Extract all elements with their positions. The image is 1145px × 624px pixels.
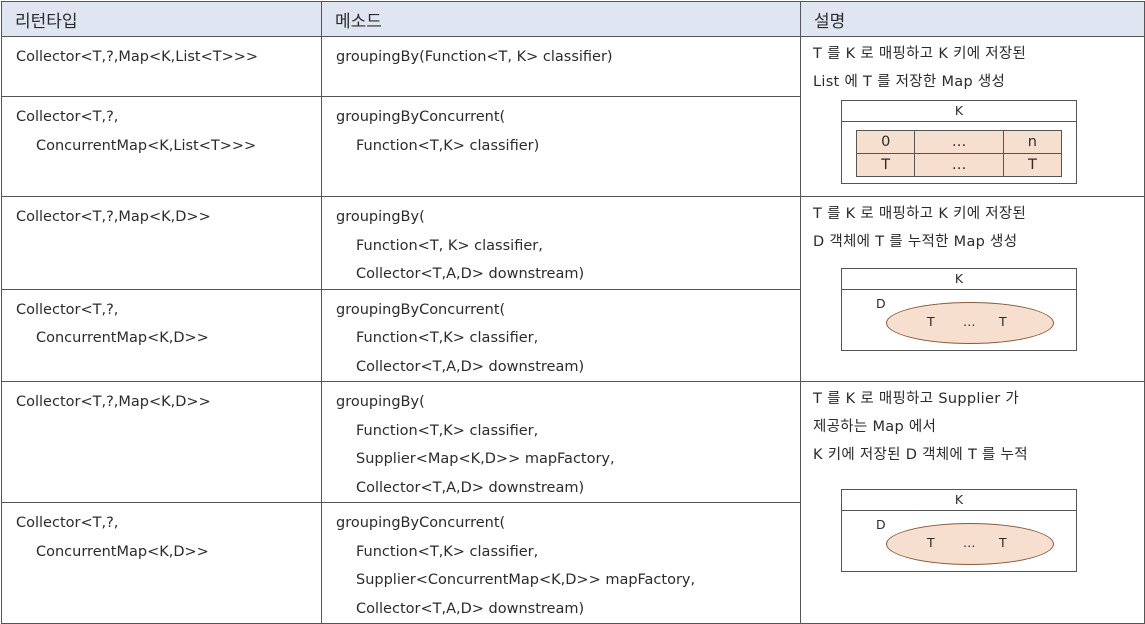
- ellipse-right-t: T: [999, 314, 1007, 329]
- method-line: Supplier<Map<K,D>> mapFactory,: [356, 451, 615, 467]
- diagram-d-label: D: [876, 517, 886, 532]
- ellipse-right-t: T: [999, 535, 1007, 550]
- method-line: Function<T, K> classifier,: [356, 237, 543, 254]
- return-type-line: Collector<T,?,Map<K,List<T>>>: [16, 49, 259, 65]
- ellipse-left-t: T: [927, 314, 935, 329]
- header-method: 메소드: [321, 1, 801, 37]
- method-line: Function<T,K> classifier,: [356, 330, 539, 346]
- return-type-cell: Collector<T,?, ConcurrentMap<K,List<T>>>: [1, 96, 322, 197]
- list-value-cell: …: [914, 153, 1004, 177]
- method-line: Function<T,K> classifier): [356, 137, 540, 154]
- table-row: Collector<T,?, ConcurrentMap<K,D>> group…: [1, 288, 1145, 382]
- supplier-map-diagram: K D T … T: [841, 489, 1077, 572]
- return-type-cell: Collector<T,?,Map<K,D>>: [1, 196, 322, 290]
- list-index-cell: …: [914, 130, 1004, 154]
- return-type-cell: Collector<T,?, ConcurrentMap<K,D>>: [1, 288, 322, 382]
- description-cell: T 를 K 로 매핑하고 K 키에 저장된 List 에 T 를 저장한 Map…: [800, 36, 1145, 197]
- return-type-cell: Collector<T,?,Map<K,D>>: [1, 381, 322, 503]
- table-row: Collector<T,?,Map<K,List<T>>> groupingBy…: [1, 36, 1145, 197]
- method-line: groupingByConcurrent(: [336, 515, 506, 531]
- method-cell: groupingByConcurrent( Function<T,K> clas…: [321, 288, 801, 382]
- header-description: 설명: [800, 1, 1145, 37]
- list-value-cell: T: [855, 153, 916, 177]
- return-type-cell: Collector<T,?,Map<K,List<T>>>: [1, 36, 322, 97]
- method-line: Supplier<ConcurrentMap<K,D>> mapFactory,: [356, 572, 696, 588]
- description-line: T 를 K 로 매핑하고 K 키에 저장된: [813, 46, 1027, 62]
- method-line: Collector<T,A,D> downstream): [356, 600, 585, 617]
- return-type-line: Collector<T,?,: [16, 515, 119, 531]
- description-cell: T 를 K 로 매핑하고 K 키에 저장된 D 객체에 T 를 누적한 Map …: [800, 196, 1145, 382]
- ellipse-ellipsis: …: [963, 535, 976, 550]
- method-line: groupingBy(: [336, 394, 425, 410]
- list-map-diagram: K 0 … n T … T: [841, 100, 1077, 184]
- downstream-ellipse: T … T: [886, 523, 1054, 565]
- method-line: groupingBy(: [336, 209, 425, 225]
- method-line: Collector<T,A,D> downstream): [356, 266, 585, 282]
- method-line: Collector<T,A,D> downstream): [356, 358, 585, 375]
- description-cell: T 를 K 로 매핑하고 Supplier 가 제공하는 Map 에서 K 키에…: [800, 381, 1145, 624]
- description-line: T 를 K 로 매핑하고 K 키에 저장된: [813, 206, 1027, 222]
- list-value-cell: T: [1002, 153, 1063, 177]
- method-line: groupingByConcurrent(: [336, 301, 506, 318]
- method-line: Function<T,K> classifier,: [356, 422, 539, 439]
- return-type-cell: Collector<T,?, ConcurrentMap<K,D>>: [1, 502, 322, 624]
- list-index-cell: n: [1002, 130, 1063, 154]
- accumulator-map-diagram: K D T … T: [841, 268, 1077, 351]
- method-line: groupingByConcurrent(: [336, 109, 506, 125]
- return-type-line: Collector<T,?,Map<K,D>>: [16, 209, 211, 225]
- return-type-line: Collector<T,?,: [16, 109, 119, 125]
- table-row: Collector<T,?,Map<K,D>> groupingBy( Func…: [1, 196, 1145, 382]
- return-type-line: Collector<T,?,Map<K,D>>: [16, 394, 211, 410]
- diagram-key-label: K: [842, 490, 1076, 511]
- description-line: 제공하는 Map 에서: [813, 419, 937, 435]
- header-row: 리턴타입 메소드 설명: [1, 1, 1145, 37]
- table-row: Collector<T,?,Map<K,D>> groupingBy( Func…: [1, 381, 1145, 624]
- description-line: D 객체에 T 를 누적한 Map 생성: [813, 234, 1018, 250]
- description-line: List 에 T 를 저장한 Map 생성: [813, 74, 1006, 90]
- list-index-cell: 0: [855, 130, 916, 154]
- method-line: Function<T,K> classifier,: [356, 543, 539, 560]
- return-type-line: Collector<T,?,: [16, 301, 119, 318]
- method-line: groupingBy(Function<T, K> classifier): [336, 49, 613, 65]
- return-type-line: ConcurrentMap<K,D>>: [36, 330, 209, 346]
- method-cell: groupingBy( Function<T, K> classifier, C…: [321, 196, 801, 290]
- downstream-ellipse: T … T: [886, 302, 1054, 344]
- diagram-d-label: D: [876, 296, 886, 311]
- diagram-key-label: K: [842, 101, 1076, 122]
- description-line: T 를 K 로 매핑하고 Supplier 가: [813, 391, 1020, 407]
- diagram-key-label: K: [842, 269, 1076, 290]
- return-type-line: ConcurrentMap<K,D>>: [36, 543, 209, 560]
- header-return-type: 리턴타입: [1, 1, 322, 37]
- description-line: K 키에 저장된 D 객체에 T 를 누적: [813, 447, 1028, 463]
- method-cell: groupingBy(Function<T, K> classifier): [321, 36, 801, 97]
- ellipse-ellipsis: …: [963, 314, 976, 329]
- return-type-line: ConcurrentMap<K,List<T>>>: [36, 137, 257, 154]
- method-cell: groupingByConcurrent( Function<T,K> clas…: [321, 502, 801, 624]
- method-cell: groupingByConcurrent( Function<T,K> clas…: [321, 96, 801, 197]
- ellipse-left-t: T: [927, 535, 935, 550]
- table-row: Collector<T,?, ConcurrentMap<K,List<T>>>…: [1, 96, 1145, 197]
- list-cells: 0 … n T … T: [855, 130, 1063, 177]
- method-line: Collector<T,A,D> downstream): [356, 479, 585, 496]
- method-cell: groupingBy( Function<T,K> classifier, Su…: [321, 381, 801, 503]
